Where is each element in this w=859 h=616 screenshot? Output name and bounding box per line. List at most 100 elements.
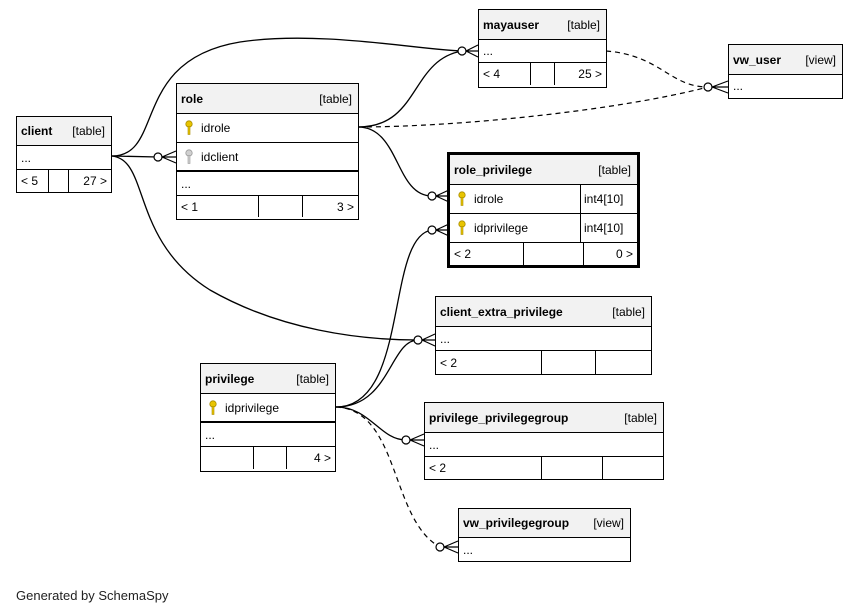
table-name: client [21,124,53,138]
row-count [254,447,287,469]
table-header: privilege_privilegegroup [table] [425,403,663,433]
table-role-privilege[interactable]: role_privilege [table] idrole int4[10] i… [447,152,640,268]
column-type: int4[10] [584,221,624,235]
child-count: 0 > [615,247,633,261]
edge-end-circle [435,542,445,552]
table-kind: [table] [319,91,352,106]
table-footer: 4 > [201,447,335,469]
column-name: idrole [474,192,504,206]
table-name: client_extra_privilege [440,304,563,319]
column-name: idprivilege [474,221,529,235]
child-count: 3 > [336,199,354,214]
table-kind: [table] [624,410,657,425]
edge-mayauser-vw_user [605,50,709,88]
crowfoot [465,44,479,58]
table-name: privilege_privilegegroup [429,410,569,425]
edge-privilege-role_privilege [335,229,433,408]
primary-key-icon [181,120,197,136]
row-count [542,457,603,479]
table-privilege[interactable]: privilege [table] idprivilege ... 4 > [200,363,336,472]
columns-ellipsis: ... [463,542,474,557]
table-kind: [table] [72,124,105,138]
generator-credit: Generated by SchemaSpy [16,588,169,603]
row-count [259,196,303,217]
child-count [596,351,651,374]
column-type: int4[10] [584,192,624,206]
primary-key-icon [454,220,470,236]
column-name: idprivilege [225,400,280,415]
columns-ellipsis: ... [733,79,744,93]
table-name: mayauser [483,17,540,32]
edge-end-circle [401,435,411,445]
table-mayauser[interactable]: mayauser [table] ... < 4 25 > [478,9,607,88]
edge-role-mayauser [357,50,463,128]
columns-ellipsis: ... [479,40,606,63]
edge-end-circle [703,82,713,92]
row-count [531,63,555,85]
edge-end-circle [457,46,467,56]
primary-key-icon [454,191,470,207]
edge-privilege-client_extra_privilege [335,339,419,408]
child-count: 25 > [578,67,602,81]
row-count [49,170,69,192]
column-row[interactable]: idprivilege int4[10] [450,214,637,243]
row-count [542,351,596,374]
table-header: mayauser [table] [479,10,606,40]
child-count [603,457,663,479]
edge-privilege-privilege_privilegegroup [335,406,407,441]
table-footer: < 2 [425,457,663,479]
view-vw-user[interactable]: vw_user [view] ... [728,44,843,99]
primary-key-icon [205,399,221,416]
columns-ellipsis: ... [201,423,335,447]
column-row[interactable]: idrole int4[10] [450,185,637,214]
child-count: 4 > [313,451,331,465]
table-name: role_privilege [454,162,533,177]
table-kind: [view] [593,516,624,530]
crowfoot [421,333,436,347]
column-row[interactable]: idclient [177,143,358,172]
edge-client-role [111,155,159,158]
view-vw-privilegegroup[interactable]: vw_privilegegroup [view] ... [458,508,631,562]
columns-ellipsis: ... [436,327,651,351]
table-kind: [table] [612,304,645,319]
edge-end-circle [427,225,437,235]
table-privilege-privilegegroup[interactable]: privilege_privilegegroup [table] ... < 2 [424,402,664,480]
columns-ellipsis: ... [17,146,111,170]
edge-role-vw_user [357,86,709,128]
table-role[interactable]: role [table] idrole idclient ... < 1 3 > [176,83,359,220]
parent-count: < 1 [177,196,259,217]
table-kind: [table] [567,17,600,32]
table-kind: [table] [296,371,329,386]
table-footer: < 1 3 > [177,196,358,217]
table-header: role [table] [177,84,358,114]
column-row[interactable]: idprivilege [201,394,335,423]
table-header: client [table] [17,117,111,146]
table-footer: < 2 [436,351,651,374]
crowfoot [443,540,459,554]
parent-count: < 2 [450,243,524,265]
crowfoot [161,150,177,164]
table-footer: < 4 25 > [479,63,606,85]
table-client-extra-privilege[interactable]: client_extra_privilege [table] ... < 2 [435,296,652,375]
parent-count: < 2 [425,457,542,479]
parent-count: < 2 [436,351,542,374]
crowfoot [409,433,425,447]
table-client[interactable]: client [table] ... < 5 27 > [16,116,112,193]
row-count [524,243,584,265]
crowfoot [711,80,729,94]
table-name: role [181,91,204,106]
table-kind: [table] [598,162,631,177]
edge-end-circle [413,335,423,345]
parent-count [201,447,254,469]
table-name: privilege [205,371,255,386]
table-header: vw_user [view] [729,45,842,75]
column-name: idclient [201,149,239,164]
column-row[interactable]: idrole [177,114,358,143]
table-header: privilege [table] [201,364,335,394]
edge-role-role_privilege [357,126,433,197]
parent-count: < 4 [479,63,531,85]
columns-ellipsis: ... [425,433,663,457]
table-header: vw_privilegegroup [view] [459,509,630,538]
table-header: client_extra_privilege [table] [436,297,651,327]
columns-ellipsis: ... [177,172,358,196]
